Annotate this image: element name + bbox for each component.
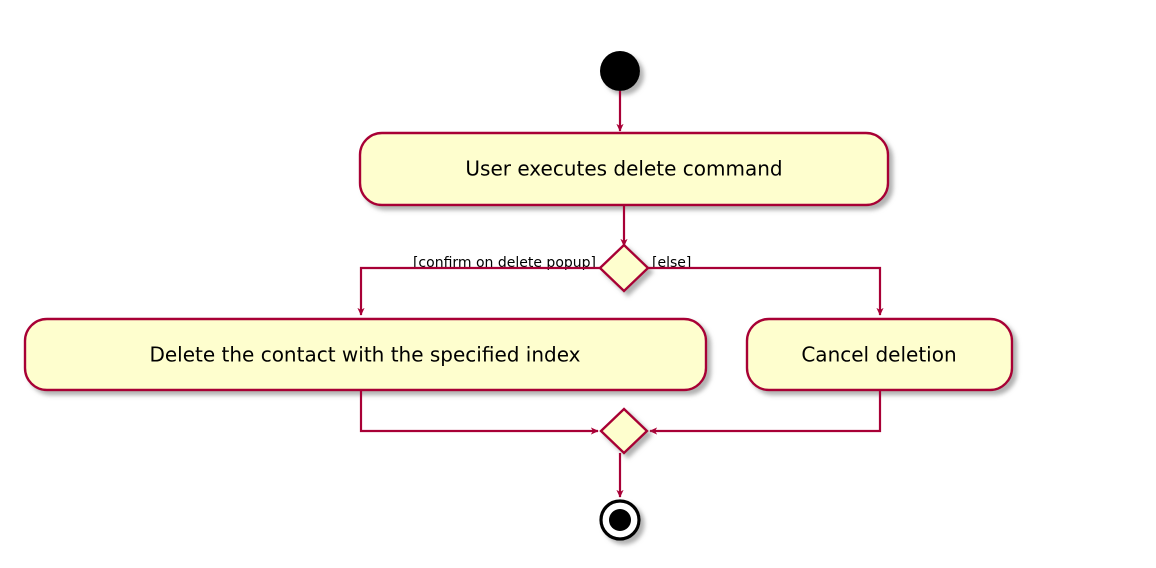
decision-node-diamond <box>598 243 650 293</box>
connector-confirm-to-merge <box>359 390 599 435</box>
merge-node <box>599 407 649 455</box>
action-node-cancel-deletion: Cancel deletion <box>745 317 1014 392</box>
end-node <box>599 499 641 541</box>
action-node-label: User executes delete command <box>465 157 782 181</box>
connector-cancel-to-merge <box>649 390 882 435</box>
action-node-delete-contact: Delete the contact with the specified in… <box>23 317 708 392</box>
end-node-inner-dot <box>609 509 631 531</box>
action-node-label: Delete the contact with the specified in… <box>149 343 580 367</box>
merge-node-diamond <box>599 407 649 455</box>
connector-decision-to-confirm <box>357 266 600 316</box>
connector-decision-to-cancel <box>648 266 884 316</box>
action-node-user-executes-delete-command: User executes delete command <box>358 131 890 207</box>
start-node-circle <box>600 51 640 91</box>
action-node-box <box>23 317 708 392</box>
action-node-label: Cancel deletion <box>801 343 956 367</box>
decision-node <box>598 243 650 293</box>
start-node <box>600 51 640 91</box>
